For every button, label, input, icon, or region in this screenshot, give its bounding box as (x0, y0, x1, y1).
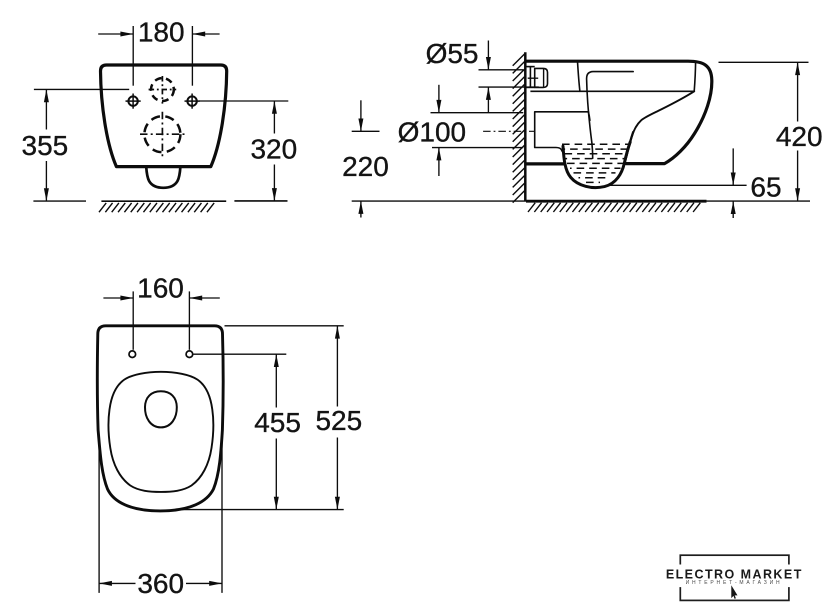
svg-text:180: 180 (138, 17, 185, 48)
svg-text:160: 160 (137, 273, 184, 304)
svg-text:ИНТЕРНЕТ-МАГАЗИН: ИНТЕРНЕТ-МАГАЗИН (686, 580, 783, 586)
svg-text:Ø55: Ø55 (426, 38, 479, 69)
svg-text:420: 420 (776, 121, 823, 152)
svg-text:360: 360 (137, 568, 184, 599)
svg-text:ELECTRO MARKET: ELECTRO MARKET (666, 567, 803, 581)
svg-text:355: 355 (22, 130, 69, 161)
svg-text:Ø100: Ø100 (398, 117, 467, 148)
svg-text:525: 525 (315, 405, 362, 436)
svg-text:455: 455 (254, 407, 301, 438)
svg-text:220: 220 (342, 151, 389, 182)
svg-text:320: 320 (250, 134, 297, 165)
svg-text:65: 65 (750, 171, 781, 202)
